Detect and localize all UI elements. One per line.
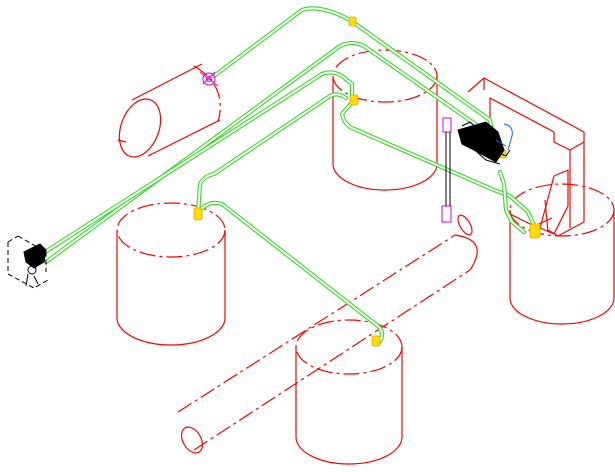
hardware-layer: [7, 121, 513, 289]
control-tubing: [495, 123, 513, 151]
vertical-tank-right: [509, 183, 615, 325]
vertical-tank-left: [116, 202, 226, 346]
equipment-layer: [116, 49, 615, 465]
fitting-bottom-tank: [371, 335, 381, 347]
horizontal-tank-upper: [117, 63, 221, 158]
fitting-right-tank: [529, 223, 541, 239]
piping-layer: [39, 6, 539, 347]
vertical-tank-bottom: [295, 319, 403, 465]
pump-manifold-icon: [457, 121, 511, 165]
horizontal-tank-diagonal: [177, 214, 478, 454]
connecting-rod: [445, 132, 451, 206]
fitting-top: [348, 16, 357, 27]
fitting-left-tank: [193, 207, 203, 221]
equipment-bracket: [467, 77, 585, 237]
dispenser-handle-icon: [7, 235, 49, 289]
fittings-layer: [193, 16, 541, 347]
fitting-center-tank: [349, 94, 359, 106]
valves-layer: [199, 71, 452, 223]
vertical-tank-center: [332, 49, 438, 191]
inline-valve-icon: [199, 71, 219, 87]
